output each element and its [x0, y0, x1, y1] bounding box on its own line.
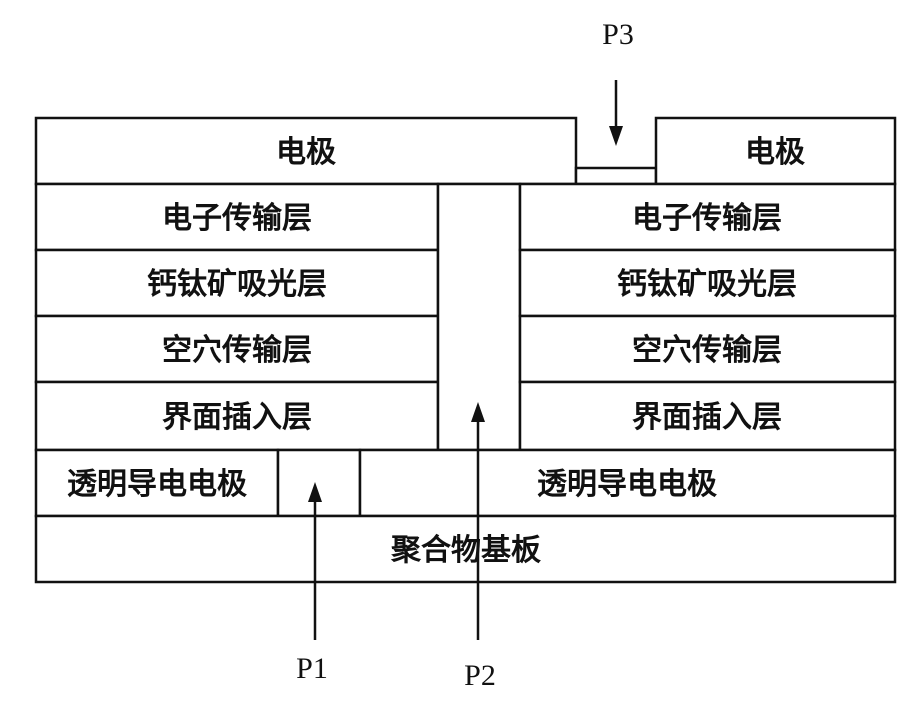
- perovskite-left-label: 钙钛矿吸光层: [147, 267, 327, 302]
- p1-label: P1: [296, 652, 328, 685]
- p3-arrow-head: [609, 126, 623, 146]
- interface-left-label: 界面插入层: [162, 400, 312, 435]
- p3-gap-base: [576, 168, 656, 184]
- electrode-right-label: 电极: [745, 135, 805, 170]
- hole-transport-right-label: 空穴传输层: [632, 333, 782, 368]
- substrate-label: 聚合物基板: [390, 533, 541, 568]
- electron-transport-left-label: 电子传输层: [162, 201, 312, 236]
- interface-right-label: 界面插入层: [632, 400, 782, 435]
- p2-label: P2: [464, 659, 496, 692]
- electrode-left-label: 电极: [276, 135, 336, 170]
- electron-transport-right-label: 电子传输层: [632, 201, 782, 236]
- p1-gap: [278, 450, 360, 516]
- tco-right-label: 透明导电电极: [537, 467, 717, 502]
- tco-left-label: 透明导电电极: [67, 467, 247, 502]
- p3-label: P3: [602, 18, 634, 51]
- hole-transport-left-label: 空穴传输层: [162, 333, 312, 368]
- perovskite-right-label: 钙钛矿吸光层: [617, 267, 797, 302]
